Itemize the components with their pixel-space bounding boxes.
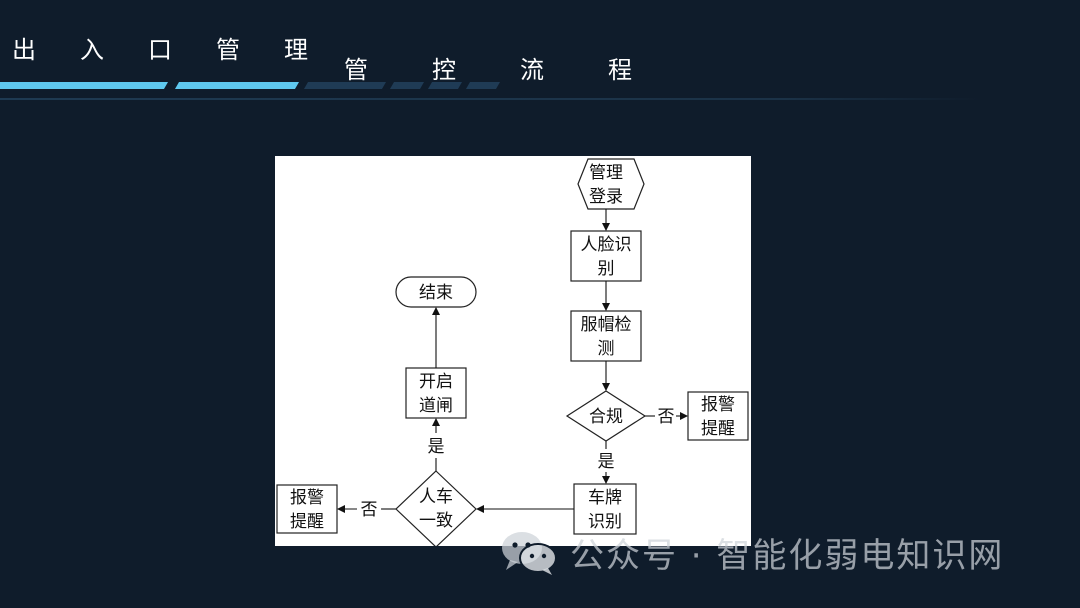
plate-recognition-label: 识别 bbox=[588, 512, 622, 532]
accent-bar bbox=[465, 82, 501, 89]
wechat-icon bbox=[502, 531, 557, 575]
accent-bar bbox=[303, 82, 387, 89]
compliant-decision-label: 合规 bbox=[589, 407, 623, 427]
title-char: 流 bbox=[520, 56, 544, 84]
alarm-right-label: 报警 bbox=[701, 395, 735, 415]
face-recognition-label: 人脸识 bbox=[581, 235, 632, 255]
open-gate-label: 道闸 bbox=[419, 396, 453, 416]
flowchart-panel: 管理 登录 人脸识 别 服帽检 测 合规 报警 提醒 车牌 识别 人车 一致 报… bbox=[275, 156, 751, 546]
open-gate-label: 开启 bbox=[419, 372, 453, 392]
open-gate-node bbox=[405, 367, 467, 419]
title-char: 出 bbox=[12, 36, 36, 64]
slide-title-part1: 出 入 口 管 理 bbox=[12, 30, 352, 65]
edge-label-no: 否 bbox=[361, 500, 378, 520]
title-char: 管 bbox=[344, 56, 368, 84]
accent-bar bbox=[389, 82, 425, 89]
edge-label-yes: 是 bbox=[598, 452, 615, 472]
watermark-text: 公众号 · 智能化弱电知识网 bbox=[570, 536, 1005, 576]
watermark: 公众号 · 智能化弱电知识网 bbox=[500, 528, 1004, 577]
plate-recognition-label: 车牌 bbox=[588, 488, 622, 508]
title-char: 入 bbox=[80, 36, 104, 64]
helmet-check-label: 测 bbox=[598, 339, 615, 359]
accent-bar bbox=[0, 82, 169, 89]
accent-bar bbox=[427, 82, 463, 89]
person-vehicle-match-label: 一致 bbox=[419, 511, 453, 531]
alarm-right-label: 提醒 bbox=[701, 419, 735, 439]
alarm-right-node bbox=[687, 391, 749, 441]
title-char: 理 bbox=[284, 36, 308, 64]
face-recognition-node bbox=[570, 230, 642, 282]
end-node-label: 结束 bbox=[419, 283, 453, 303]
title-char: 口 bbox=[148, 36, 172, 64]
edge-label-no: 否 bbox=[658, 407, 675, 427]
login-node-label: 登录 bbox=[589, 187, 623, 207]
person-vehicle-match-label: 人车 bbox=[419, 487, 453, 507]
edge-label-yes: 是 bbox=[428, 437, 445, 457]
title-char: 控 bbox=[432, 56, 456, 84]
title-char: 管 bbox=[216, 36, 240, 64]
helmet-check-label: 服帽检 bbox=[581, 315, 632, 335]
flowchart: 管理 登录 人脸识 别 服帽检 测 合规 报警 提醒 车牌 识别 人车 一致 报… bbox=[276, 158, 749, 546]
title-char: 程 bbox=[608, 56, 632, 84]
alarm-left-node bbox=[276, 484, 338, 534]
alarm-left-label: 提醒 bbox=[290, 512, 324, 532]
login-node bbox=[577, 158, 645, 210]
login-node-label: 管理 bbox=[589, 163, 623, 183]
face-recognition-label: 别 bbox=[598, 259, 615, 279]
alarm-left-label: 报警 bbox=[290, 488, 324, 508]
accent-bar bbox=[174, 82, 300, 89]
slide-title-part2: 管 控 流 程 bbox=[344, 50, 696, 85]
person-vehicle-match-node bbox=[395, 470, 477, 546]
header-divider bbox=[0, 98, 980, 100]
